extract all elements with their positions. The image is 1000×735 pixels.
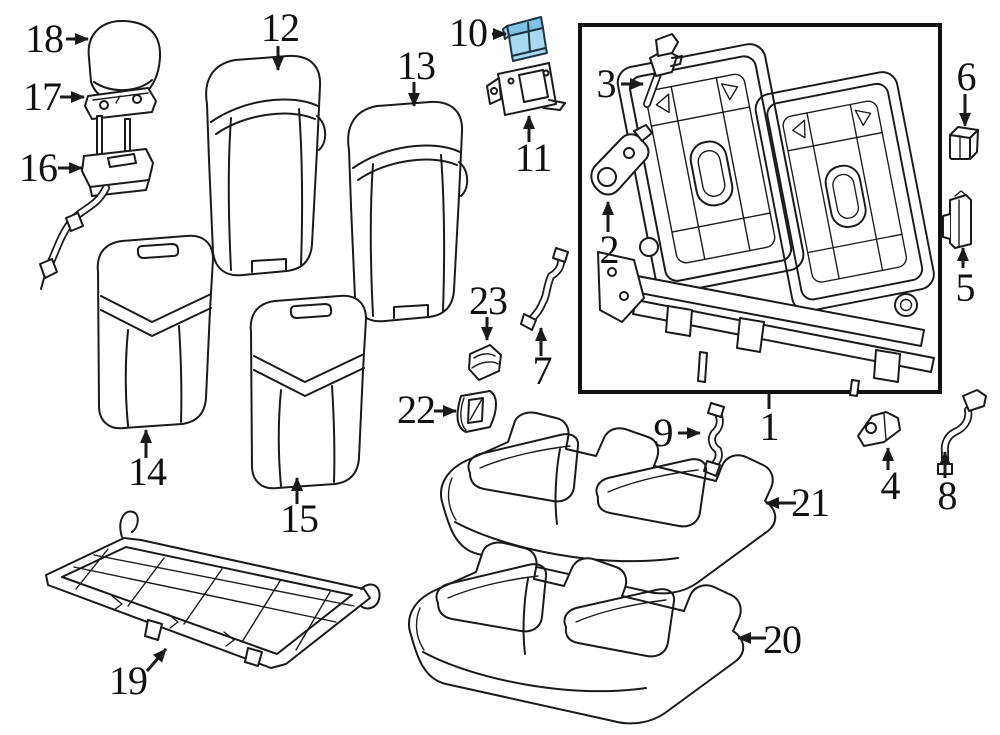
part-9-support-bracket[interactable] — [703, 402, 725, 477]
part-callout-10[interactable]: 10 — [449, 10, 488, 55]
part-callout-3[interactable]: 3 — [596, 61, 617, 106]
part-callout-17[interactable]: 17 — [23, 74, 62, 119]
part-3-striker-pin[interactable] — [643, 33, 683, 108]
part-17-headrest-bracket[interactable] — [84, 87, 157, 120]
part-15-seat-back[interactable] — [249, 294, 367, 490]
frame-detail-box — [578, 23, 942, 394]
part-6-clip[interactable] — [949, 126, 979, 160]
part-2-latch[interactable] — [590, 124, 653, 196]
part-callout-14[interactable]: 14 — [128, 449, 167, 494]
part-callout-5[interactable]: 5 — [955, 265, 976, 310]
part-callout-16[interactable]: 16 — [19, 145, 58, 190]
part-22-latch-bezel[interactable] — [456, 390, 497, 433]
part-7-support-bracket[interactable] — [520, 247, 569, 331]
part-callout-19[interactable]: 19 — [109, 658, 148, 703]
part-callout-22[interactable]: 22 — [397, 387, 436, 432]
part-5-clip-bracket[interactable] — [942, 190, 972, 249]
part-1-seat-back-frame[interactable] — [597, 40, 938, 397]
part-12-seat-back[interactable] — [205, 54, 327, 277]
part-4-clamp[interactable] — [857, 411, 901, 447]
part-callout-18[interactable]: 18 — [25, 16, 64, 61]
part-callout-21[interactable]: 21 — [791, 480, 830, 525]
part-callout-23[interactable]: 23 — [469, 278, 508, 323]
part-callout-9[interactable]: 9 — [653, 410, 674, 455]
part-14-seat-back[interactable] — [96, 234, 214, 430]
part-callout-11[interactable]: 11 — [514, 135, 553, 180]
part-callout-1[interactable]: 1 — [759, 404, 780, 449]
part-callout-8[interactable]: 8 — [937, 473, 958, 518]
part-callout-20[interactable]: 20 — [763, 617, 802, 662]
part-callout-2[interactable]: 2 — [599, 227, 620, 272]
part-callout-7[interactable]: 7 — [532, 348, 553, 393]
part-callout-6[interactable]: 6 — [956, 54, 977, 99]
part-23-guide-cap[interactable] — [468, 344, 502, 381]
part-19-seat-pan[interactable] — [45, 510, 381, 669]
part-callout-12[interactable]: 12 — [261, 5, 300, 50]
part-callout-4[interactable]: 4 — [880, 463, 901, 508]
part-callout-13[interactable]: 13 — [397, 43, 436, 88]
part-10-highlighted-clip[interactable] — [502, 16, 548, 62]
part-8-wiring-bracket[interactable] — [937, 389, 987, 475]
callout-arrows — [58, 28, 971, 672]
part-callout-15[interactable]: 15 — [280, 496, 319, 541]
part-13-seat-back[interactable] — [347, 100, 469, 323]
part-11-module-bracket[interactable] — [486, 62, 566, 116]
part-16-headrest-guide-cable[interactable] — [39, 115, 154, 290]
